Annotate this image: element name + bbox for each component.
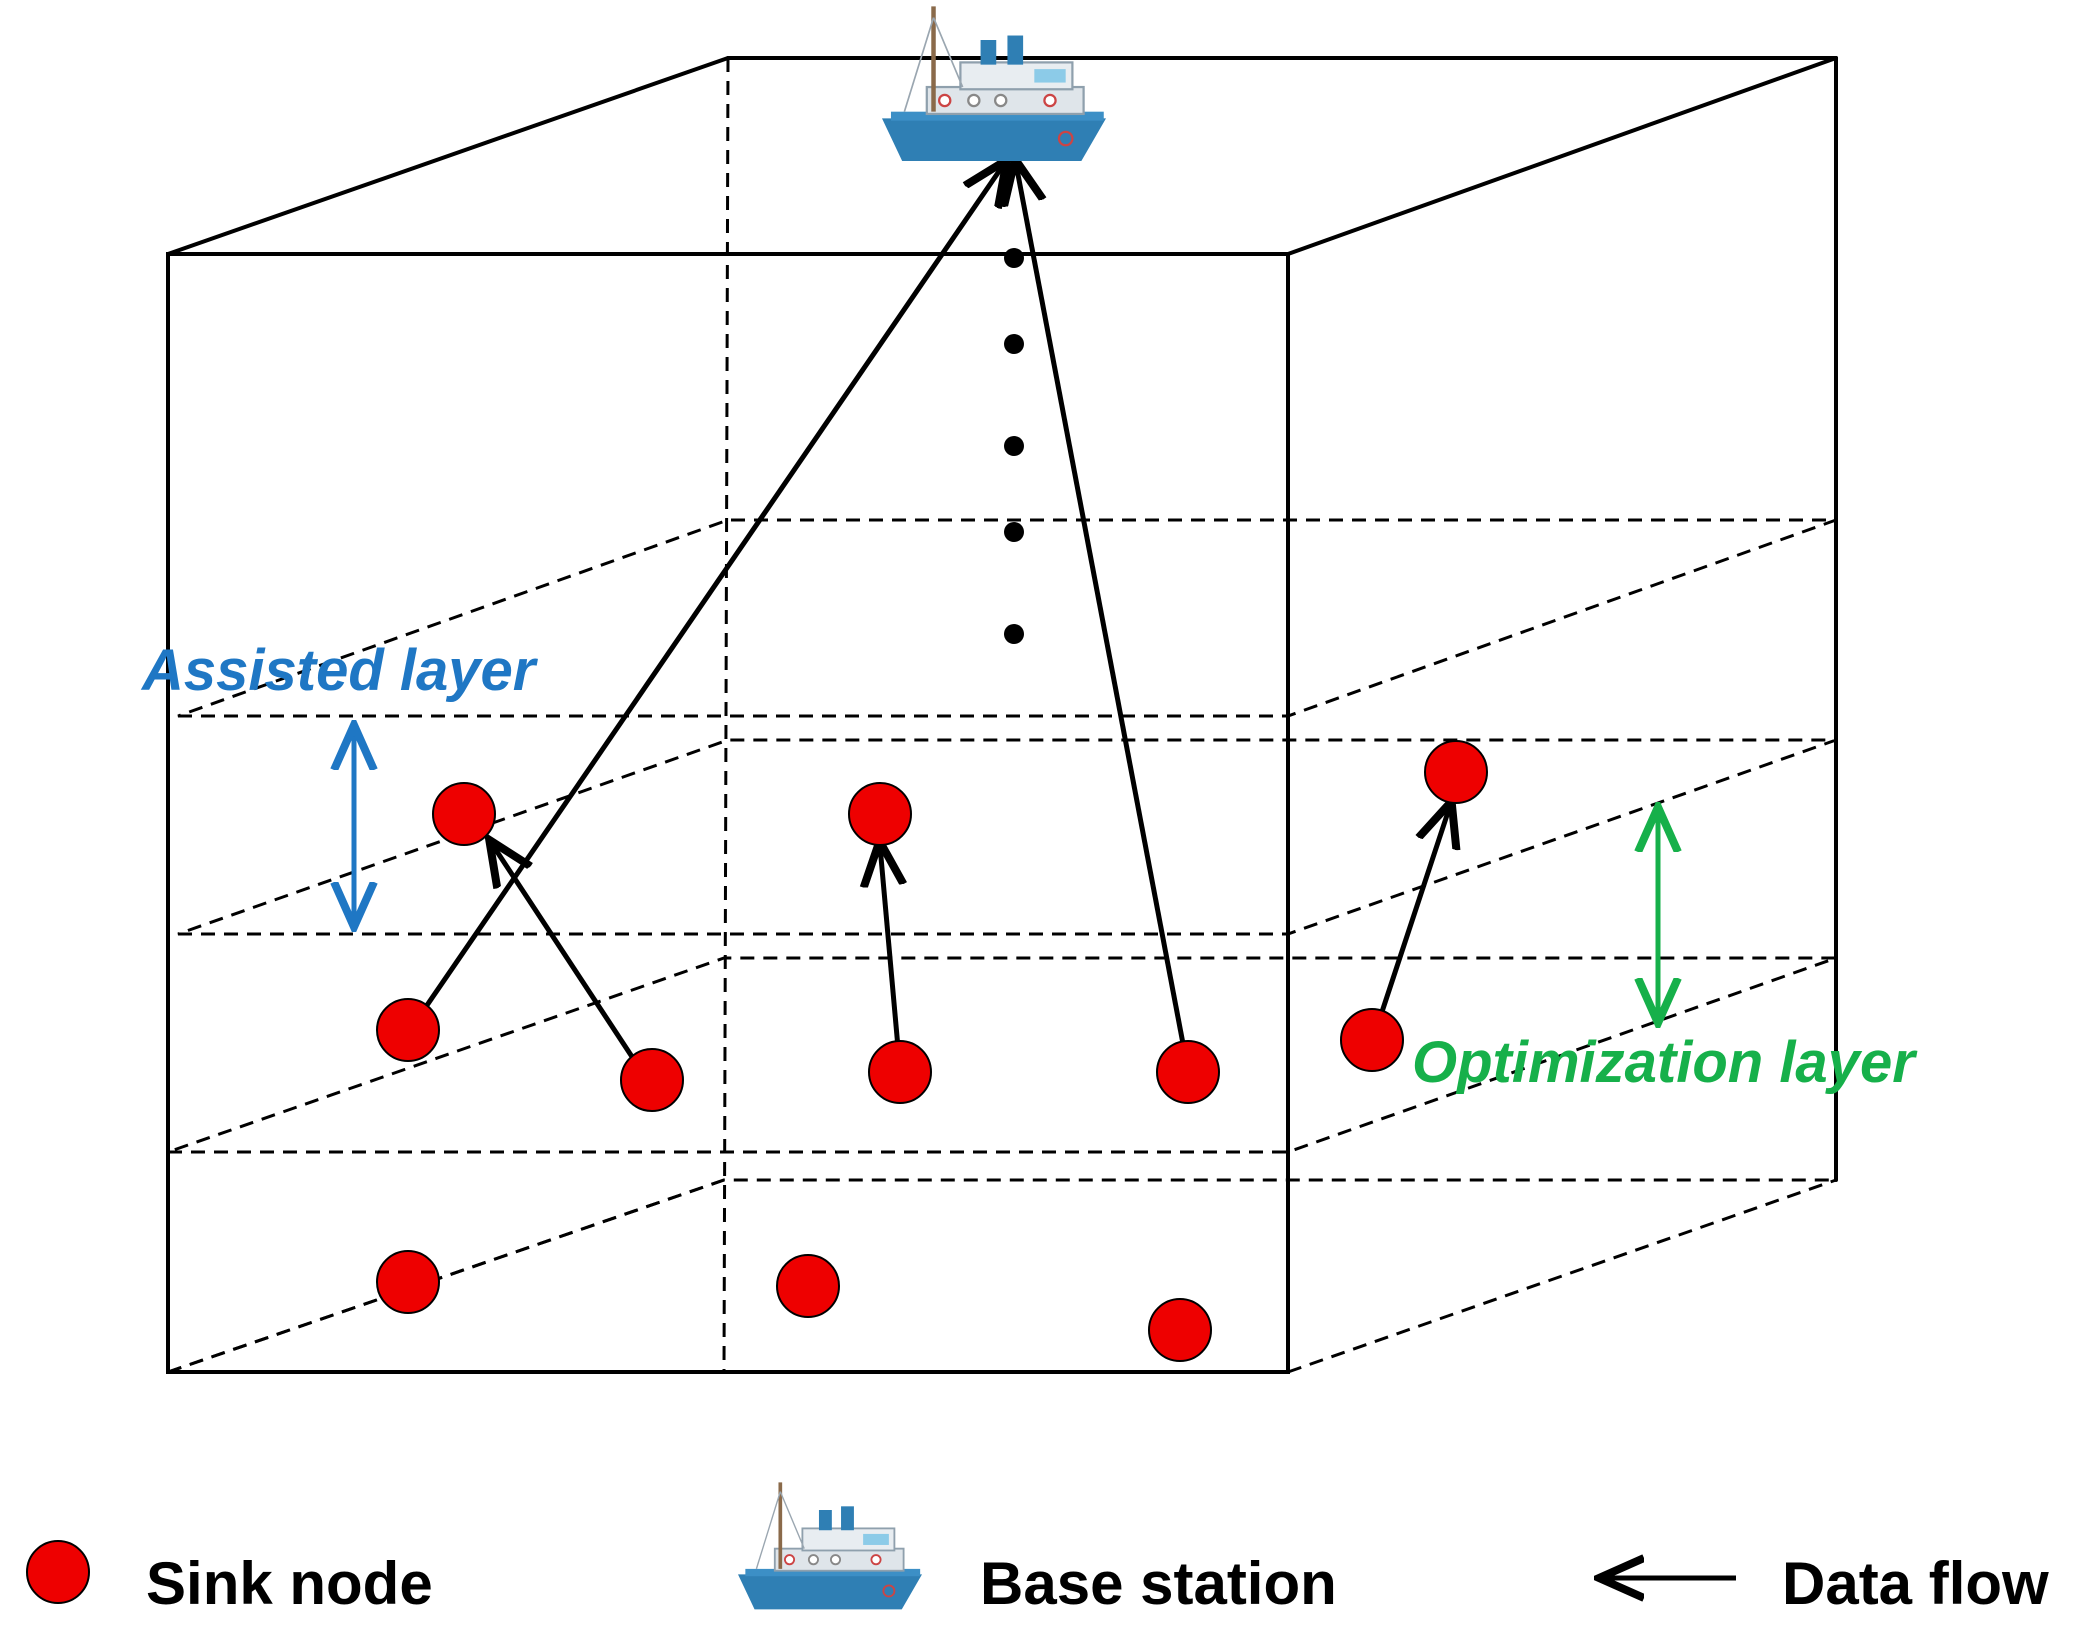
sink-node — [868, 1040, 932, 1104]
plane-b — [177, 738, 1837, 936]
sink-node — [432, 782, 496, 846]
legend: Sink node Base station Data flow — [26, 1480, 2049, 1617]
sink-node — [376, 998, 440, 1062]
red-circle-icon — [26, 1540, 90, 1604]
data-flow-arrow — [880, 846, 900, 1071]
data-flow-arrow — [407, 164, 1004, 1032]
dashed-layer-planes — [167, 57, 1837, 1374]
sink-node — [1148, 1298, 1212, 1362]
sink-node — [620, 1048, 684, 1112]
optimization-layer-label: Optimization layer — [1412, 1030, 1918, 1095]
cube-top-left-edge — [166, 56, 730, 256]
sink-node — [1340, 1008, 1404, 1072]
ship-icon — [882, 6, 1106, 161]
cube-front-face — [166, 252, 1290, 1374]
data-flow-arrow — [1371, 806, 1450, 1037]
hidden-bottom-right-edge — [1287, 1178, 1837, 1374]
sink-node — [848, 782, 912, 846]
sink-node — [1424, 740, 1488, 804]
plane-a — [177, 518, 1837, 718]
sink-node — [776, 1254, 840, 1318]
plane-d — [167, 1178, 1836, 1374]
hidden-back-vertical-edge — [722, 57, 730, 1373]
data-flow-arrow — [492, 844, 649, 1080]
sink-node — [1156, 1040, 1220, 1104]
ship-icon — [736, 1480, 924, 1612]
cube-top-right-edge — [1286, 56, 1838, 256]
sink-node — [376, 1250, 440, 1314]
sink-nodes — [376, 740, 1488, 1362]
legend-sink-node-label: Sink node — [146, 1550, 433, 1617]
hidden-bottom-left-edge — [167, 1178, 725, 1374]
data-flow-arrow — [1016, 164, 1191, 1071]
legend-data-flow-label: Data flow — [1782, 1550, 2049, 1617]
continuation-dots — [1004, 248, 1024, 644]
assisted-layer-label: Assisted layer — [140, 638, 539, 703]
legend-base-station-label: Base station — [980, 1550, 1337, 1617]
plane-c — [167, 956, 1837, 1154]
data-flow-arrows — [407, 164, 1450, 1080]
